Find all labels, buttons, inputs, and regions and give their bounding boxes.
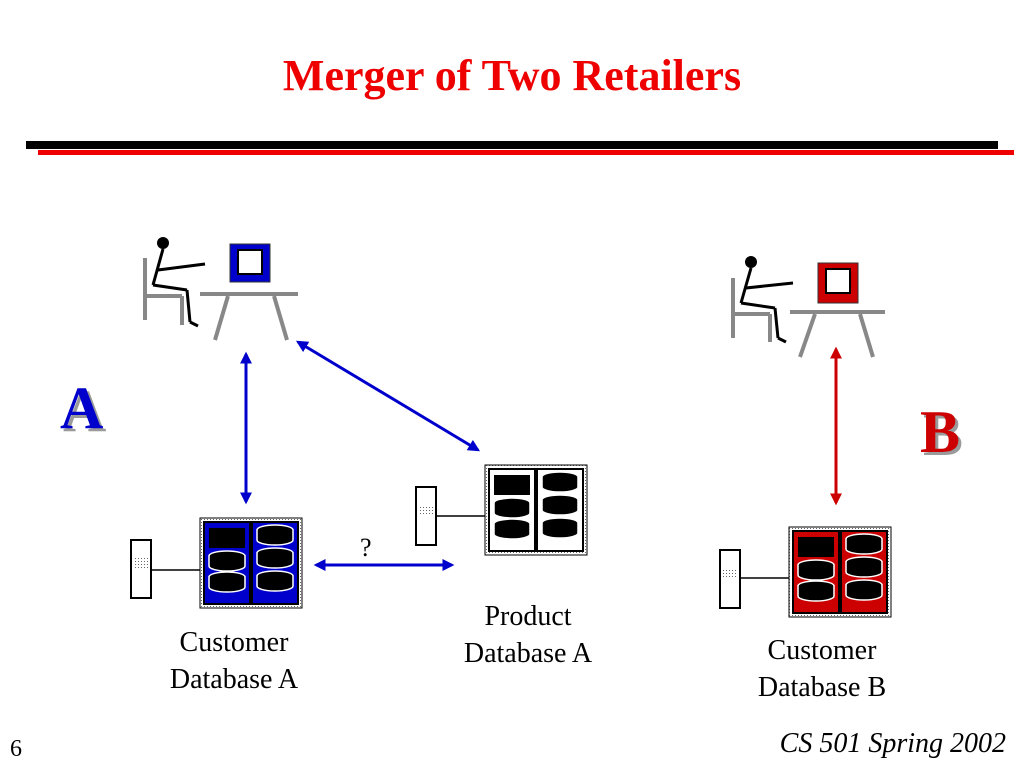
user-a-terminal-icon: [143, 237, 298, 341]
customer-database-a-icon: [130, 517, 303, 609]
retailer-b-label: B: [920, 399, 961, 465]
course-footer: CS 501 Spring 2002: [779, 728, 1006, 759]
link-label: ?: [360, 533, 372, 562]
title-rule-black: [26, 141, 998, 149]
product-db-a-label: Product Database A: [463, 601, 593, 669]
slide-number: 6: [10, 736, 22, 762]
arrow-user-a-product-db: [295, 340, 481, 452]
page-title: Merger of Two Retailers: [282, 51, 742, 100]
user-b-terminal-icon: [731, 256, 885, 358]
title-rule-red: [38, 150, 1014, 155]
retailer-a-label: A: [60, 375, 104, 441]
customer-database-b-icon: [719, 526, 892, 618]
customer-db-b-label: Customer Database B: [757, 635, 887, 703]
product-database-a-icon: [415, 464, 588, 556]
customer-db-a-label: Customer Database A: [169, 627, 299, 695]
